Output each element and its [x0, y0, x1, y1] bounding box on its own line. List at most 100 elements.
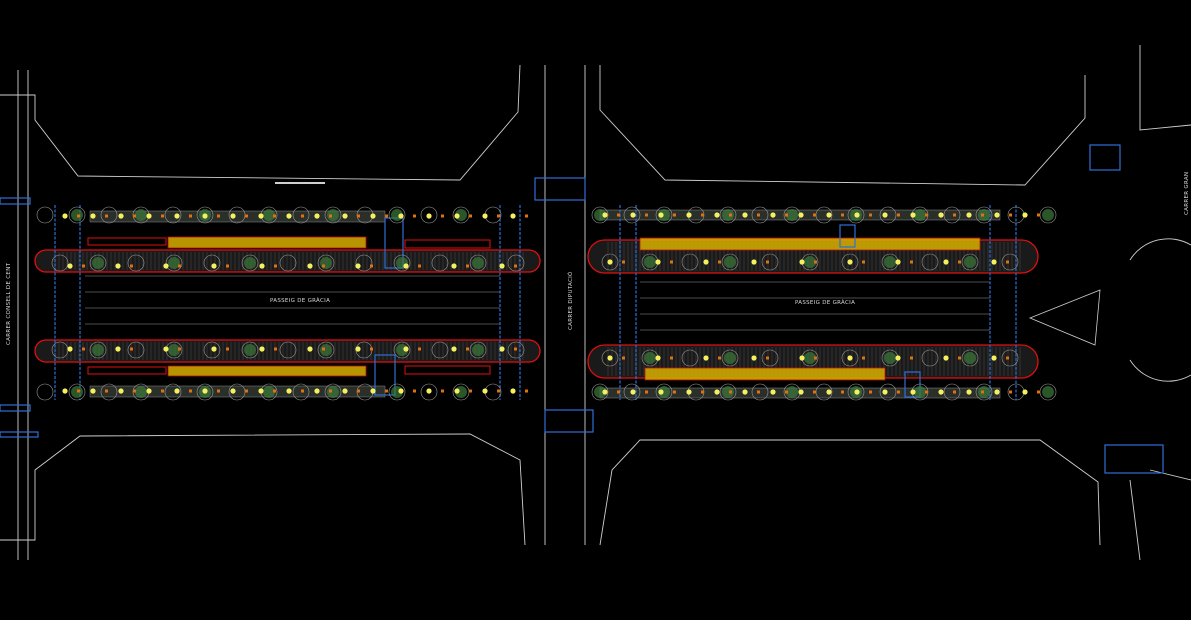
- tree-pit-icon: [292, 383, 310, 401]
- street-light-icon: [499, 263, 505, 269]
- tree-pit-icon: [847, 206, 865, 224]
- tree-icon: [92, 257, 104, 269]
- cross-street-middle: [544, 65, 586, 545]
- street-light-icon: [686, 389, 692, 395]
- street-light-icon: [847, 259, 853, 265]
- tree-icon: [244, 344, 256, 356]
- street-light-icon: [211, 346, 217, 352]
- tree-pit-icon: [241, 254, 259, 272]
- tree-pit-icon: [388, 206, 406, 224]
- bollard-icon: [418, 264, 421, 268]
- street-light-icon: [451, 263, 457, 269]
- bollard-icon: [322, 264, 325, 268]
- tree-icon: [658, 209, 670, 221]
- bollard-icon: [841, 213, 844, 217]
- street-light-icon: [655, 259, 661, 265]
- street-light-icon: [826, 389, 832, 395]
- curb-top-right: [599, 65, 1086, 186]
- tree-icon: [644, 352, 656, 364]
- street-light-icon: [174, 213, 180, 219]
- street-light-icon: [798, 212, 804, 218]
- tree-icon: [168, 257, 180, 269]
- bollard-icon: [981, 213, 984, 217]
- label-street-left: CARRER CONSELL DE CENT: [6, 262, 12, 345]
- street-light-icon: [202, 388, 208, 394]
- street-light-icon: [62, 388, 68, 394]
- street-light-icon: [259, 346, 265, 352]
- street-light-icon: [943, 355, 949, 361]
- traffic-island: [1028, 289, 1101, 346]
- tree-icon: [964, 256, 976, 268]
- bollard-icon: [357, 389, 360, 393]
- street-light-icon: [994, 389, 1000, 395]
- tree-pit-icon: [847, 383, 865, 401]
- planter-outline: [87, 237, 167, 246]
- street-light-icon: [118, 388, 124, 394]
- bollard-icon: [869, 390, 872, 394]
- street-light-icon: [62, 213, 68, 219]
- tree-pit-icon: [203, 254, 221, 272]
- street-light-icon: [742, 389, 748, 395]
- crossing-block: [904, 371, 921, 398]
- tree-icon: [964, 352, 976, 364]
- street-light-icon: [630, 389, 636, 395]
- label-street-middle: CARRER DIPUTACIÓ: [567, 271, 574, 330]
- street-light-icon: [799, 355, 805, 361]
- bollard-icon: [862, 356, 865, 360]
- bollard-icon: [925, 213, 928, 217]
- bollard-icon: [357, 214, 360, 218]
- tree-pit-icon: [431, 254, 449, 272]
- bollard-icon: [925, 390, 928, 394]
- tree-pit-icon: [591, 206, 609, 224]
- street-light-icon: [991, 259, 997, 265]
- bollard-icon: [701, 213, 704, 217]
- street-light-icon: [174, 388, 180, 394]
- tree-pit-icon: [388, 383, 406, 401]
- tree-pit-icon: [721, 349, 739, 367]
- tree-pit-icon: [623, 383, 641, 401]
- street-light-icon: [714, 212, 720, 218]
- tree-icon: [472, 344, 484, 356]
- bollard-icon: [645, 390, 648, 394]
- street-light-icon: [630, 212, 636, 218]
- street-light-icon: [966, 212, 972, 218]
- street-light-icon: [370, 388, 376, 394]
- tree-icon: [320, 344, 332, 356]
- bollard-icon: [77, 389, 80, 393]
- bollard-icon: [841, 390, 844, 394]
- bollard-icon: [274, 264, 277, 268]
- tree-pit-icon: [127, 341, 145, 359]
- street-light-icon: [510, 213, 516, 219]
- bollard-icon: [525, 389, 528, 393]
- paving-strip: [167, 236, 367, 249]
- street-light-icon: [602, 212, 608, 218]
- street-light-icon: [895, 259, 901, 265]
- tree-icon: [786, 209, 798, 221]
- bollard-icon: [301, 389, 304, 393]
- bollard-icon: [274, 347, 277, 351]
- street-light-icon: [230, 213, 236, 219]
- street-light-icon: [938, 212, 944, 218]
- tree-pit-icon: [317, 341, 335, 359]
- street-light-icon: [602, 389, 608, 395]
- bollard-icon: [897, 213, 900, 217]
- street-light-icon: [1022, 389, 1028, 395]
- tree-pit-icon: [164, 383, 182, 401]
- crossing-block: [1089, 144, 1121, 171]
- street-light-icon: [403, 263, 409, 269]
- bollard-icon: [813, 390, 816, 394]
- crossing-block: [544, 409, 594, 433]
- tree-pit-icon: [68, 206, 86, 224]
- street-light-icon: [314, 388, 320, 394]
- tree-pit-icon: [719, 383, 737, 401]
- tree-pit-icon: [279, 341, 297, 359]
- bollard-icon: [273, 389, 276, 393]
- street-light-icon: [1022, 212, 1028, 218]
- planter-outline: [87, 366, 167, 375]
- street-light-icon: [115, 346, 121, 352]
- street-light-icon: [67, 263, 73, 269]
- tree-pit-icon: [469, 254, 487, 272]
- street-light-icon: [686, 212, 692, 218]
- bollard-icon: [77, 214, 80, 218]
- tree-pit-icon: [751, 206, 769, 224]
